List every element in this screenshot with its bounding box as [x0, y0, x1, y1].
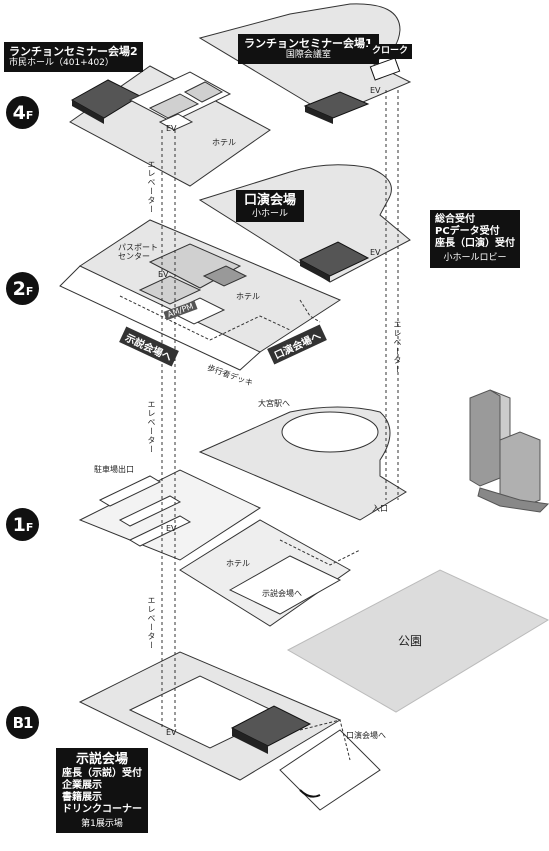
floor-4f-plan — [69, 3, 412, 187]
label-ev-4f-right: EV — [370, 86, 381, 95]
elevator-shafts — [161, 90, 399, 730]
floor-1f-suffix: F — [25, 521, 33, 534]
floor-4f-number: 4 — [12, 101, 26, 124]
luncheon-2-sub: 市民ホール（401+402） — [9, 58, 114, 69]
label-ev-1f: EV — [166, 524, 177, 533]
label-hotel-4f: ホテル — [212, 138, 236, 147]
label-elevator-2: エレベーター — [147, 400, 156, 454]
label-to-omiya: 大宮駅へ — [258, 399, 290, 408]
label-passport: パスポート センター — [118, 243, 158, 261]
reception-line-1: 総合受付 — [435, 214, 475, 225]
label-elevator-1: エレベーター — [147, 160, 156, 214]
oral-venue-title: 口演会場 — [244, 193, 297, 208]
callout-luncheon-1: ランチョンセミナー会場1 国際会議室 — [238, 34, 379, 64]
oral-venue-sub: 小ホール — [252, 208, 289, 219]
floor-1f-number: 1 — [12, 513, 26, 536]
label-elevator-3: エレベーター — [147, 596, 156, 650]
floor-2f-suffix: F — [25, 285, 33, 298]
label-hotel-2f: ホテル — [236, 292, 260, 301]
label-elevator-right: エレベーター — [393, 320, 402, 374]
label-ev-b1: EV — [166, 728, 177, 737]
luncheon-1-title: ランチョンセミナー会場1 — [244, 37, 373, 50]
label-parking-exit: 駐車場出口 — [94, 465, 134, 474]
label-ev-4f-left: EV — [166, 124, 177, 133]
park-area — [286, 569, 549, 713]
label-ev-2f-left: EV — [158, 270, 169, 279]
callout-cloak: クローク — [368, 44, 413, 59]
reception-line-2: PCデータ受付 — [435, 226, 500, 237]
floor-1f-plan — [78, 406, 549, 713]
floor-b1-badge: B1 — [6, 706, 39, 739]
poster-venue-line-3: 書籍展示 — [62, 791, 102, 803]
poster-venue-title: 示説会場 — [75, 752, 128, 767]
floor-b1-number: B1 — [12, 713, 34, 732]
floor-2f-plan — [59, 164, 411, 371]
poster-venue-line-4: ドリンクコーナー — [62, 803, 142, 815]
building-illustration — [469, 389, 549, 513]
label-to-oral-b1: 口演会場へ — [346, 731, 386, 740]
label-to-poster-1f: 示説会場へ — [262, 589, 302, 598]
luncheon-1-sub: 国際会議室 — [285, 50, 331, 61]
floor-2f-number: 2 — [12, 277, 26, 300]
floor-4f-suffix: F — [25, 109, 33, 122]
label-park: 公園 — [398, 634, 423, 648]
reception-sub: 小ホールロビー — [443, 253, 507, 263]
2f-oral-room — [298, 241, 370, 277]
label-entrance: 入口 — [372, 504, 388, 513]
poster-venue-sub: 第1展示場 — [81, 818, 123, 829]
reception-line-3: 座長（口演）受付 — [435, 238, 515, 249]
label-ev-2f-right: EV — [370, 248, 381, 257]
luncheon-2-title: ランチョンセミナー会場2 — [9, 45, 138, 58]
callout-reception: 総合受付 PCデータ受付 座長（口演）受付 小ホールロビー — [430, 210, 520, 268]
label-hotel-1f: ホテル — [226, 559, 250, 568]
callout-luncheon-2: ランチョンセミナー会場2 市民ホール（401+402） — [4, 42, 143, 72]
callout-poster-venue: 示説会場 座長（示説）受付 企業展示 書籍展示 ドリンクコーナー 第1展示場 — [56, 748, 148, 834]
callout-oral-venue: 口演会場 小ホール — [236, 190, 305, 223]
poster-venue-line-2: 企業展示 — [62, 779, 102, 791]
floor-b1-plan — [78, 651, 381, 811]
poster-venue-line-1: 座長（示説）受付 — [62, 767, 142, 779]
